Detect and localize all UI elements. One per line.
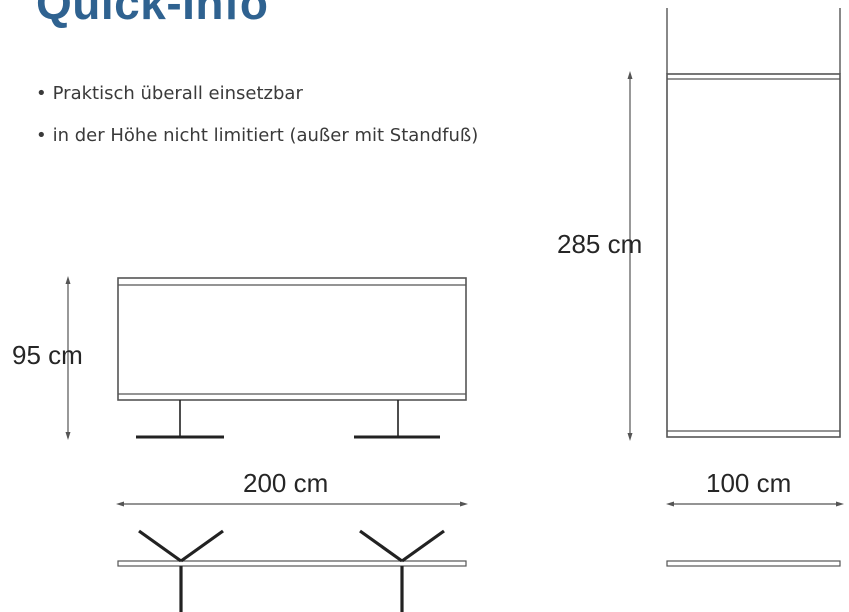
table-height-label: 95 cm [12, 340, 83, 370]
feature-list: •Praktisch überall einsetzbar •in der Hö… [36, 80, 478, 164]
table-width-label: 200 cm [243, 468, 329, 498]
panel-width-label: 100 cm [706, 468, 792, 498]
arrow-up-icon [65, 276, 71, 284]
arrow-down-icon [627, 433, 633, 441]
arrow-up-icon [627, 71, 633, 79]
arrow-right-icon [836, 501, 844, 507]
page-title: Quick-Info [36, 0, 269, 29]
table-screen-top-view [117, 529, 467, 612]
table-height-dimension [65, 276, 71, 440]
table-width-dimension [116, 501, 468, 507]
feature-text: Praktisch überall einsetzbar [52, 83, 303, 104]
arrow-left-icon [666, 501, 674, 507]
feature-item: •in der Höhe nicht limitiert (außer mit … [36, 122, 478, 164]
feature-text: in der Höhe nicht limitiert (außer mit S… [52, 125, 479, 146]
arrow-right-icon [460, 501, 468, 507]
feature-item: •Praktisch überall einsetzbar [36, 80, 478, 122]
tall-panel-front-view [666, 8, 841, 438]
panel-width-dimension [666, 501, 844, 507]
panel-height-label: 285 cm [557, 229, 643, 259]
panel-height-dimension [627, 71, 633, 441]
bullet-icon: • [36, 83, 47, 104]
tall-panel-body [666, 73, 841, 438]
tall-panel-top-view [666, 560, 841, 567]
arrow-down-icon [65, 432, 71, 440]
bullet-icon: • [36, 125, 47, 146]
arrow-left-icon [116, 501, 124, 507]
table-top-panel [117, 560, 467, 567]
table-screen-panel [117, 277, 467, 401]
table-screen-front-view [117, 277, 467, 439]
